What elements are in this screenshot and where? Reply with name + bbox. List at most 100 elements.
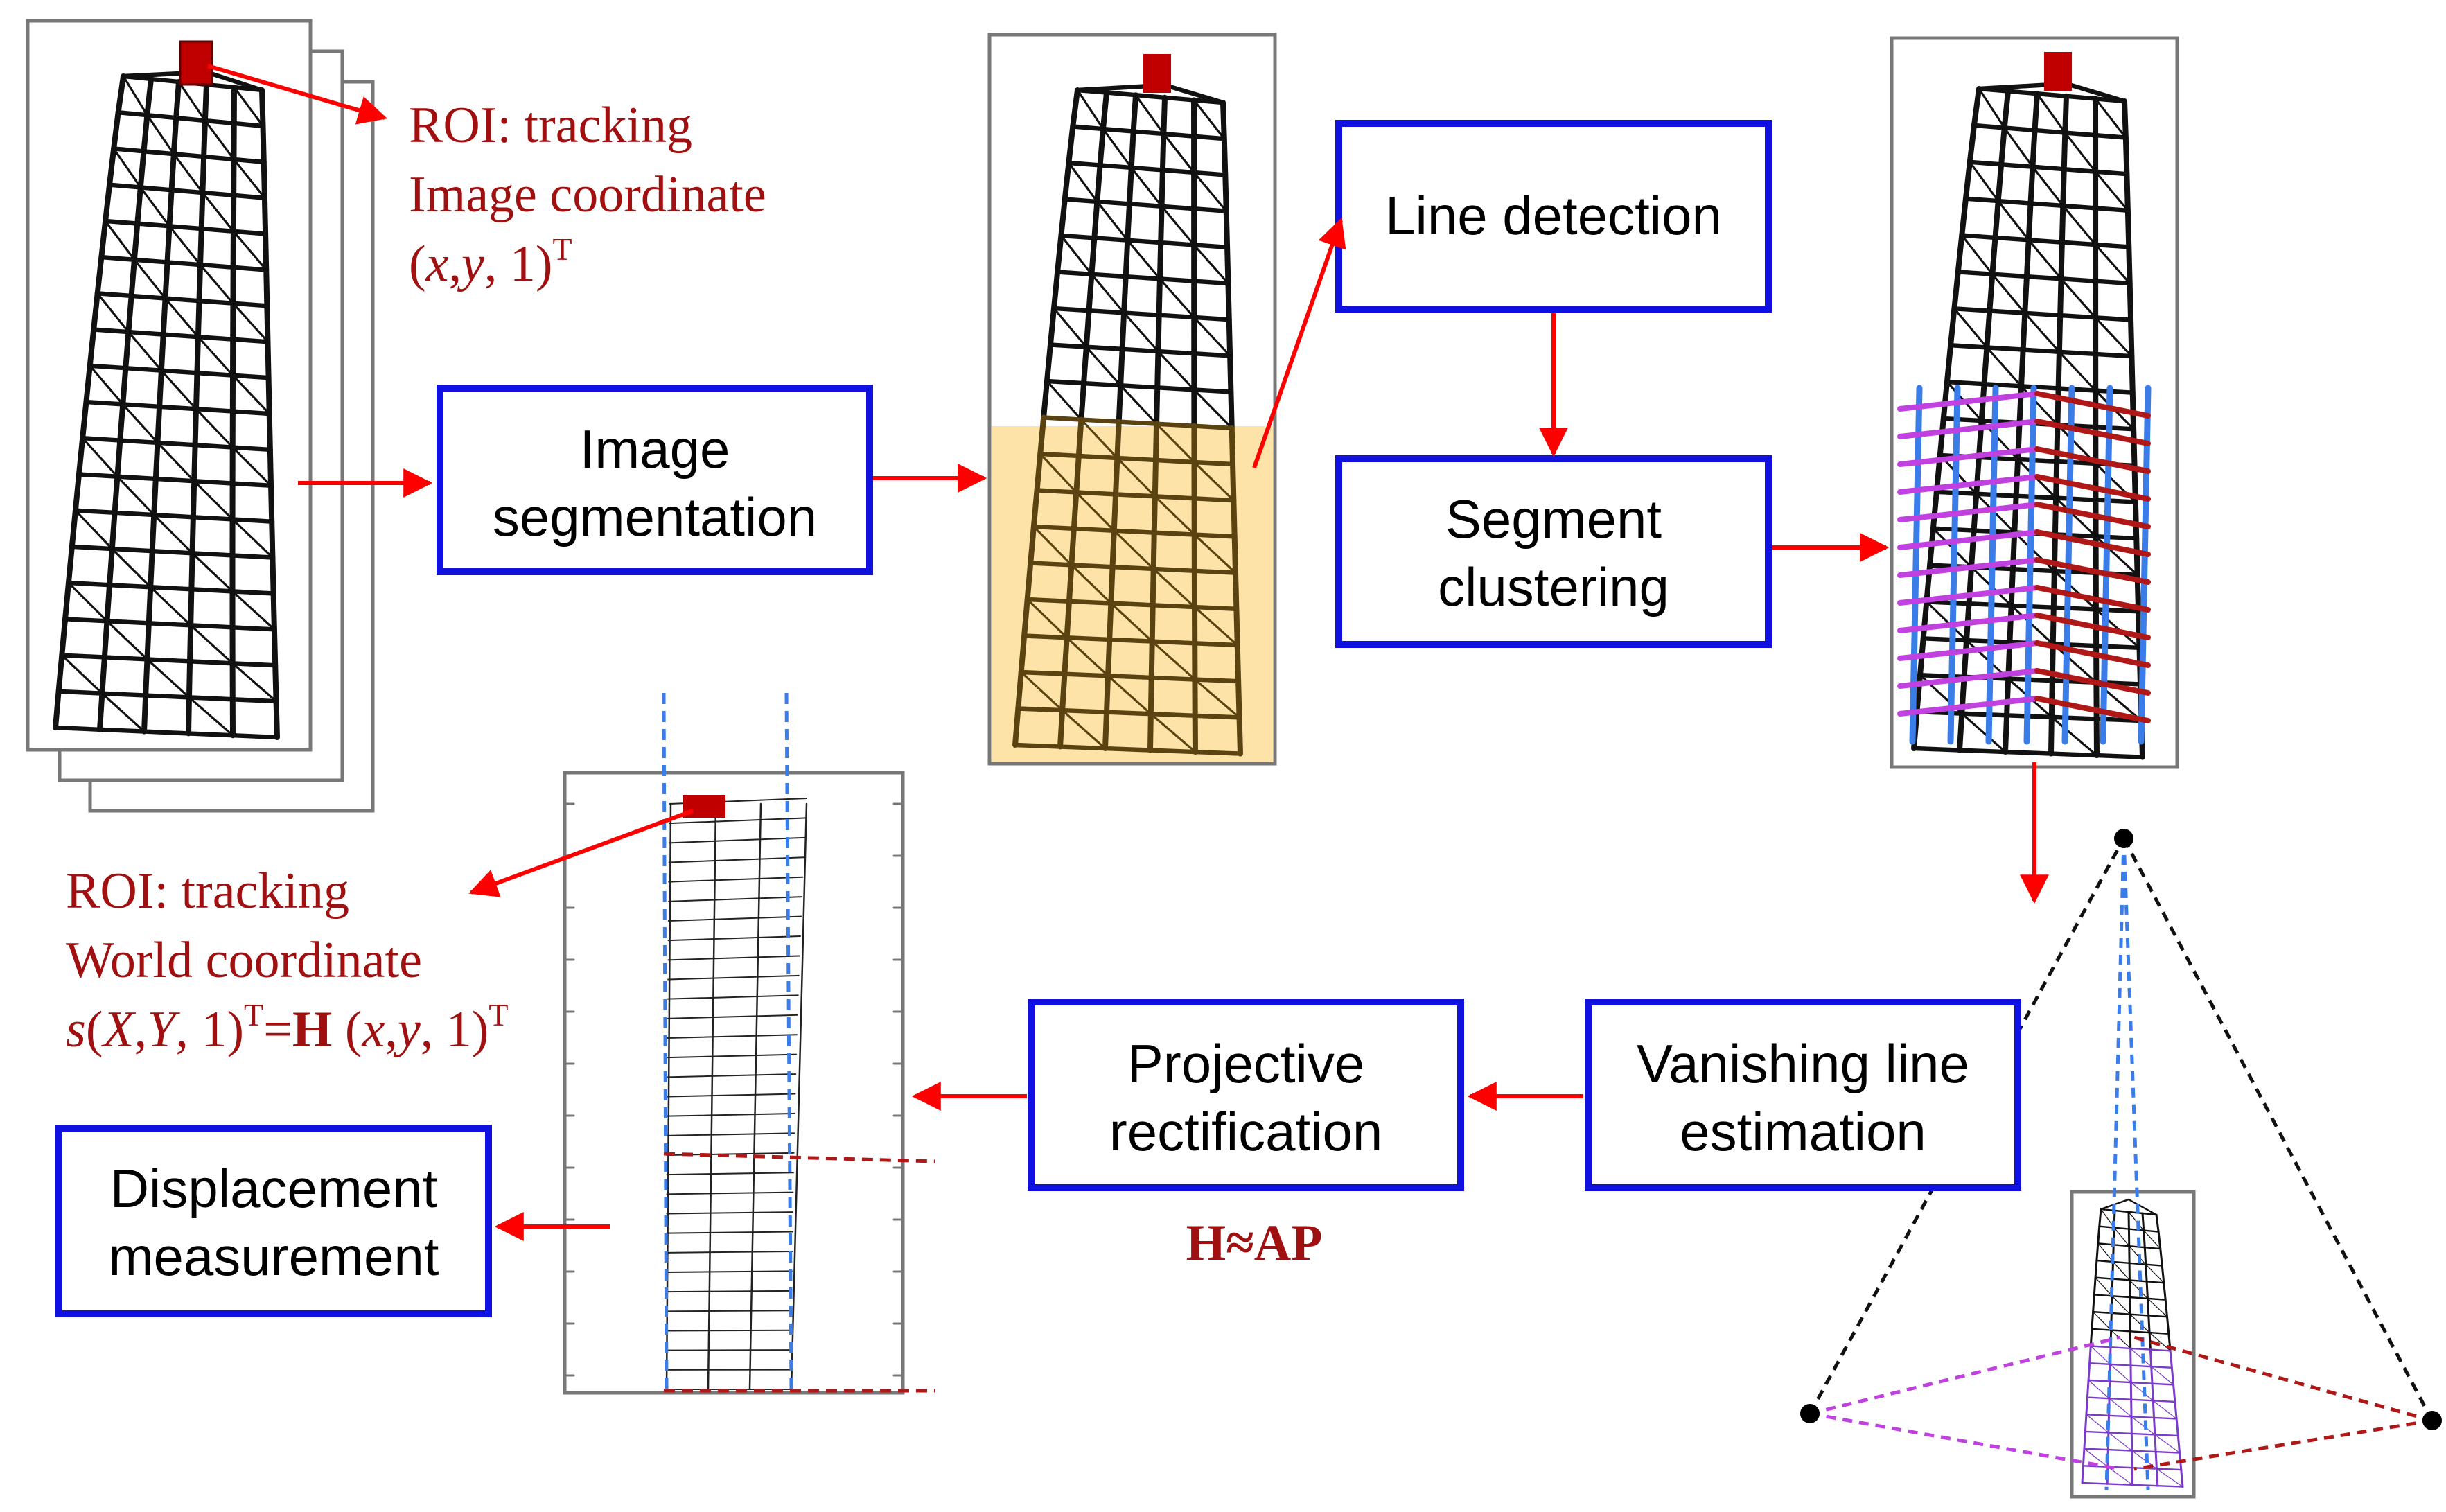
tower-member [1978,87,2006,130]
tower-member [107,182,143,190]
vanishing-point-left [1800,1404,1820,1423]
tower-member [2131,426,2138,468]
tower-member [148,585,194,592]
tower-member [1940,379,1950,421]
tower-member [2061,204,2097,246]
tower-member [2003,749,2054,756]
tower-member [231,229,268,236]
tower-member [123,329,132,371]
tower-member [1159,240,1197,247]
tower-member [132,257,170,265]
tower-member [164,223,173,265]
tower-member [121,402,162,409]
tower-member [2063,130,2098,138]
tower-member [2034,557,2151,585]
tower-member [2031,166,2064,207]
tower-member [2155,1468,2159,1487]
tower-member [2109,1363,2132,1366]
tower-member [666,1329,793,1332]
tower-member [668,836,806,844]
tower-member [1989,234,1998,277]
tower-member [1192,423,1234,430]
tower-member [2124,207,2132,250]
roi-patch-input [179,40,213,86]
tower-member [231,374,271,415]
tower-member [2005,89,2040,96]
tower-member [115,73,126,116]
tower-member [231,446,272,487]
tower-member [667,1014,798,1019]
tower-member [2130,1398,2154,1402]
tower-member [2094,1276,2113,1280]
tower-member [230,445,273,452]
tower-member [2174,1400,2178,1420]
tower-member [2136,608,2143,651]
tower-member [91,327,131,335]
tower-member [143,693,192,700]
step-displacement-measurement: Displacement measurement [55,1125,492,1317]
tower-member [2159,1247,2163,1267]
tower-member [2108,1414,2133,1418]
tower-member [66,580,112,588]
tower-member [2145,1281,2165,1284]
tower-member [1071,124,1106,132]
tower-member [173,152,204,194]
tower-member [1111,491,1119,534]
tower-member [1028,561,1074,568]
tower-member [1925,600,1968,642]
tower-member [197,335,234,377]
tower-member [2144,1246,2161,1250]
tower-member [1038,451,1082,459]
tower-member [2022,274,2030,316]
tower-member [1067,161,1098,203]
tower-member [1134,94,1165,135]
tower-member [1897,391,2040,412]
tower-member [1233,606,1240,648]
tower-member [2131,1416,2156,1436]
tower-member [1086,271,1095,314]
tower-member [2092,1310,2113,1315]
tower-member [1059,233,1097,240]
tower-member [2130,1416,2155,1419]
tower-member [2152,1400,2177,1420]
tower-member [1118,383,1160,390]
tower-member [1897,529,2040,550]
tower-member [1221,136,1229,178]
tower-member [1084,344,1125,352]
tower-member [111,146,146,154]
tower-member [1062,197,1100,204]
tower-member [120,365,129,407]
tower-member [99,254,137,262]
tower-member [1116,419,1159,426]
tower-member [1151,493,1158,536]
tower-member [1991,273,2026,315]
tower-member [2129,1296,2149,1300]
tower-member [1961,638,1970,680]
tower-member [1148,712,1197,719]
tower-member [2055,496,2097,538]
tower-member [2098,1208,2102,1228]
tower-member [1162,132,1195,174]
tower-member [1160,168,1197,175]
tower-member [2131,1432,2156,1436]
tower-member [2032,128,2068,135]
tower-member [1984,308,1993,351]
tower-member [1963,196,2000,204]
tower-member [1066,599,1114,606]
tower-member [2056,313,2064,355]
vanishing-point-right [2422,1411,2442,1430]
tower-member [1156,313,1197,320]
tower-member [103,182,113,224]
tower-member [1076,89,1105,130]
tower-member [1051,306,1091,313]
tower-member [1125,201,1132,243]
tower-member [2064,81,2127,104]
tower-member [2129,1330,2151,1334]
tower-member [2129,353,2136,396]
tower-member [1897,474,2040,495]
tower-member [790,802,808,1391]
tower-member [1109,601,1155,608]
tower-member [1107,637,1154,644]
tower-member [1152,457,1159,500]
tower-member [200,154,207,196]
